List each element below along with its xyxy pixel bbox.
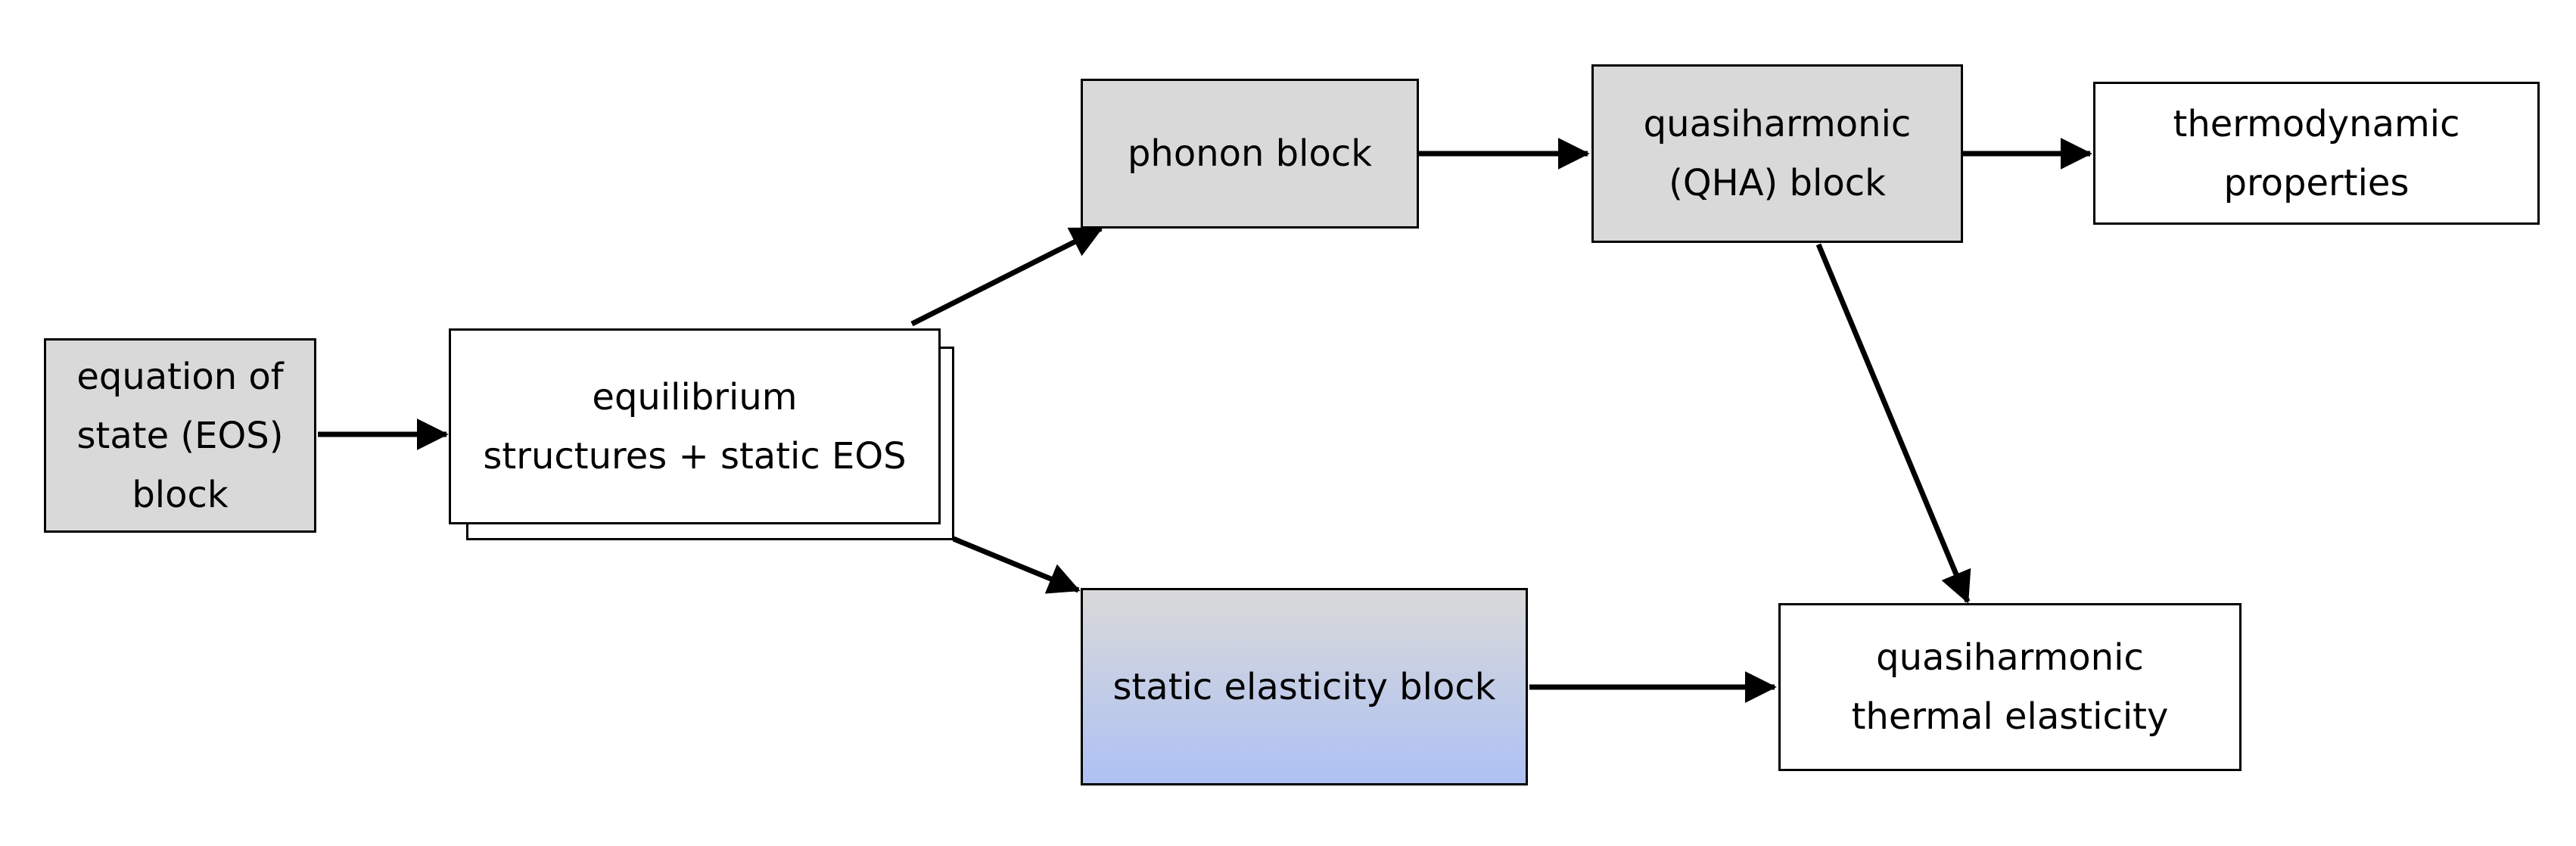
arrow-equilibrium-to-static-elasticity [952,536,1081,594]
eos-block-line-1: equation of [76,355,284,398]
equilibrium-structures-line-1: equilibrium [592,375,798,418]
thermodynamic-properties-line-2: properties [2223,161,2410,204]
eos-block-label: equation of state (EOS) block [69,347,291,524]
static-elasticity-line-1: static elasticity block [1112,665,1496,708]
arrow-qha-to-thermal-elasticity [1815,243,1971,604]
phonon-block: phonon block [1081,79,1419,229]
equilibrium-structures-block: equilibrium structures + static EOS [449,328,941,524]
equilibrium-structures-label: equilibrium structures + static EOS [475,368,913,486]
eos-block: equation of state (EOS) block [44,338,316,533]
phonon-block-line-1: phonon block [1127,132,1373,175]
thermal-elasticity-line-1: quasiharmonic [1876,636,2144,679]
eos-block-line-3: block [132,473,229,516]
static-elasticity-block: static elasticity block [1081,588,1528,785]
eos-block-line-2: state (EOS) [76,414,284,457]
static-elasticity-label: static elasticity block [1105,658,1503,717]
thermodynamic-properties-line-1: thermodynamic [2173,102,2460,145]
qha-block-line-1: quasiharmonic [1643,103,1912,145]
thermodynamic-properties-label: thermodynamic properties [2166,95,2468,213]
qha-block: quasiharmonic (QHA) block [1591,64,1963,243]
thermal-elasticity-block: quasiharmonic thermal elasticity [1778,603,2242,771]
arrow-equilibrium-to-phonon [910,225,1103,327]
thermal-elasticity-label: quasiharmonic thermal elasticity [1844,628,2176,746]
phonon-block-label: phonon block [1120,124,1380,183]
thermal-elasticity-line-2: thermal elasticity [1851,695,2169,738]
equilibrium-structures-line-2: structures + static EOS [483,434,907,477]
thermodynamic-properties-block: thermodynamic properties [2093,82,2540,225]
qha-block-line-2: (QHA) block [1669,162,1886,204]
qha-block-label: quasiharmonic (QHA) block [1636,95,1919,213]
